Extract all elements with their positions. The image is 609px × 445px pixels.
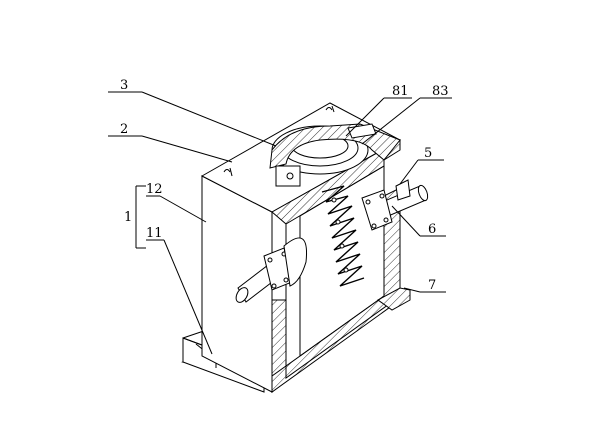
label-2: 2	[120, 122, 128, 137]
label-81: 81	[392, 84, 409, 99]
label-7: 7	[428, 278, 436, 293]
label-1: 1	[124, 210, 132, 225]
right-pipe	[361, 179, 429, 231]
label-11: 11	[146, 226, 163, 241]
spring-coil	[321, 185, 365, 287]
label-83: 83	[432, 84, 449, 99]
top-ring-assembly	[269, 123, 401, 187]
label-5: 5	[424, 146, 432, 161]
front-section	[271, 139, 411, 393]
label-12: 12	[146, 182, 163, 197]
leader-lines	[108, 91, 452, 355]
left-pipe	[235, 237, 308, 303]
label-3: 3	[120, 78, 128, 93]
label-6: 6	[428, 222, 436, 237]
